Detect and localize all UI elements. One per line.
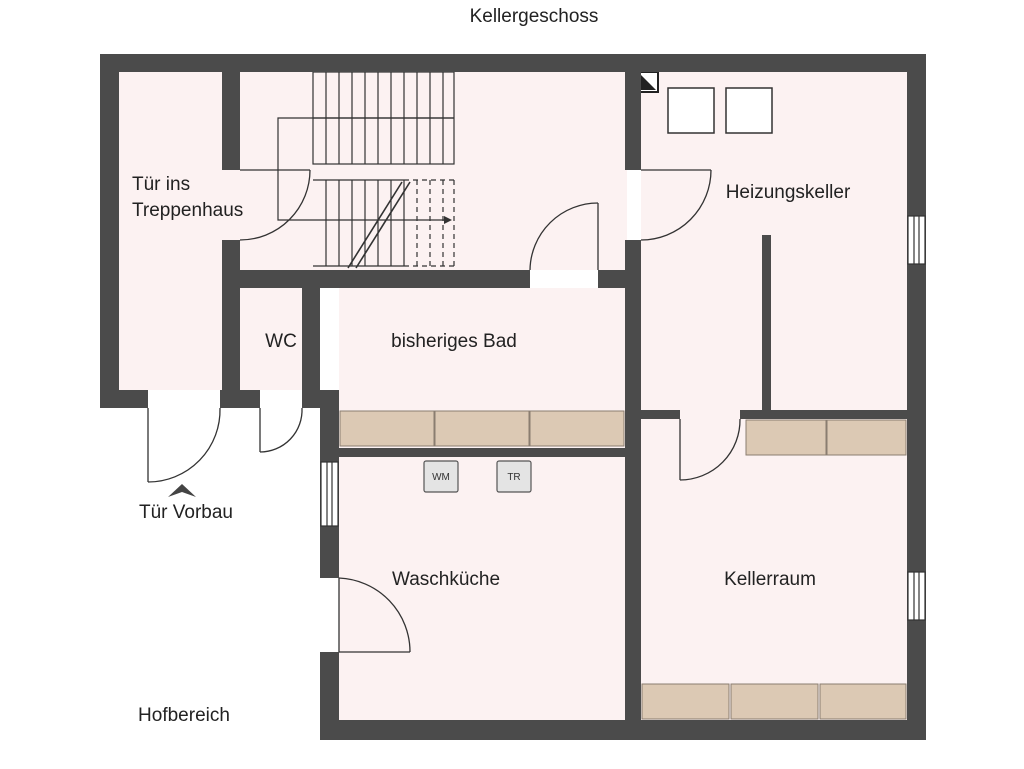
door-bath[interactable] [529,202,599,271]
label-wc: WC [265,331,297,352]
entrance-arrow-icon [168,484,196,497]
wall-central-a [625,72,641,170]
wall-left-outer [100,54,119,408]
door-cellar[interactable] [679,418,741,481]
door-wc[interactable] [259,407,303,453]
floor-areas [119,72,907,720]
washer-label: WM [432,472,450,483]
windows [320,215,926,621]
floor-left-hall [119,72,223,390]
dryer-icon: TR [496,460,532,493]
label-entrance: Tür Vorbau [139,502,233,523]
label-laundry: Waschküche [392,569,500,590]
wall-heating-cellar-b [740,410,907,419]
floor-wc [240,288,302,390]
label-yard: Hofbereich [138,705,230,726]
bath-shelf-3 [529,410,625,447]
window-laundry [320,461,339,527]
wall-heating-partition [762,235,771,415]
wall-bath-laundry [320,448,641,457]
cellar-shelf-5 [819,683,907,720]
wall-hall-divider-b [222,240,240,408]
label-bath: bisheriges Bad [391,331,517,352]
wall-heating-cellar-a [641,410,680,419]
wall-central-b [625,240,641,740]
label-cellar: Kellerraum [724,569,816,590]
door-heating[interactable] [640,169,712,241]
wall-laundry-left-b [320,652,339,740]
floor-laundry [339,456,625,720]
plan-title: Kellergeschoss [470,6,599,27]
cellar-shelf-2 [826,419,907,456]
dryer-label: TR [507,472,520,483]
wall-hall-divider-a [222,72,240,170]
window-cellar [907,571,926,621]
cellar-shelf-4 [730,683,819,720]
wall-wc-right [302,270,320,408]
label-heating: Heizungskeller [726,182,851,203]
cellar-shelf-1 [745,419,827,456]
wall-bottom-left-a [100,390,148,408]
shelves [339,410,907,720]
boiler-1 [667,87,715,134]
label-stair-door: Tür ins Treppenhaus [132,174,243,221]
door-entrance[interactable] [147,407,221,483]
boiler-2 [725,87,773,134]
bath-shelf-1 [339,410,435,447]
wall-top [100,54,926,72]
door-laundry[interactable] [338,577,411,653]
wall-wc-top [222,270,530,288]
washer-icon: WM [423,460,459,493]
cellar-shelf-3 [641,683,730,720]
doors [147,169,741,653]
label-stair-door-line2: Treppenhaus [132,200,243,221]
floor-cellar [641,410,907,720]
label-stair-door-line1: Tür ins [132,174,190,195]
window-heating [907,215,926,265]
door-stairwell[interactable] [239,169,311,241]
boilers [667,87,773,134]
wall-right-outer [907,54,926,740]
bath-shelf-2 [434,410,530,447]
wall-bottom [320,720,926,740]
